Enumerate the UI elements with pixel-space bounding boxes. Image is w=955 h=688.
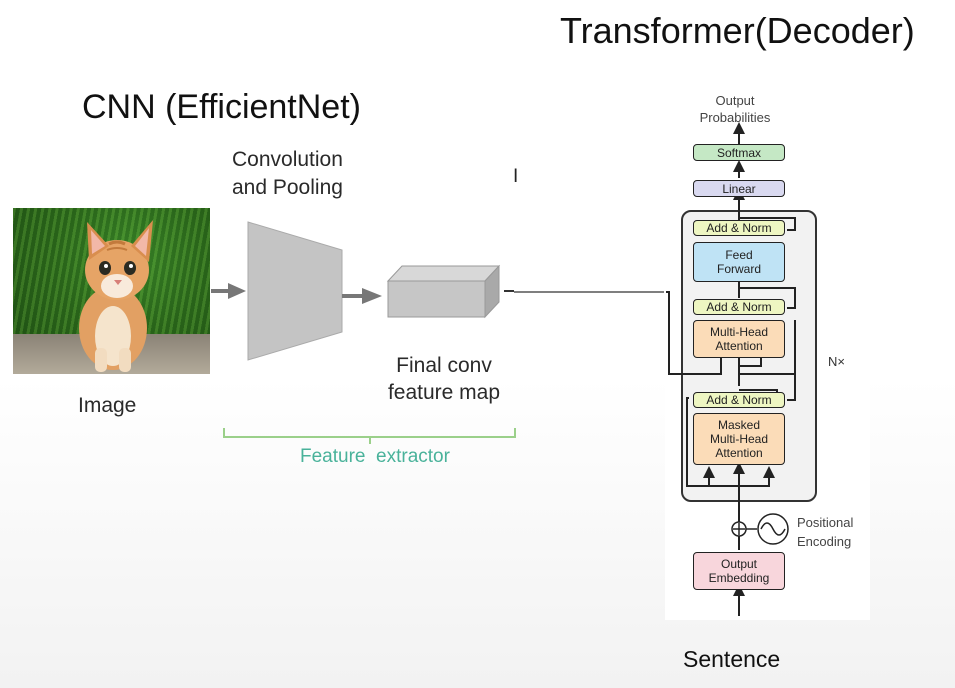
final-conv-label-line2: feature map — [387, 381, 501, 404]
cat-image — [13, 208, 210, 374]
positional-encoding-line1: Positional — [797, 515, 854, 530]
image-label: Image — [78, 394, 137, 417]
feed-forward-box: Feed Forward — [693, 242, 785, 282]
feed-forward-line1: Feed — [725, 248, 753, 262]
output-embedding-box: Output Embedding — [693, 552, 785, 590]
linear-box: Linear — [693, 180, 785, 197]
final-conv-label: Final conv feature map — [380, 352, 508, 406]
nx-label: N× — [828, 354, 845, 369]
masked-attention-line1: Masked — [717, 418, 761, 432]
conv-pooling-label: Convolution and Pooling — [232, 146, 343, 202]
positional-encoding-line2: Encoding — [797, 534, 852, 549]
featuremap-box-front — [387, 280, 486, 318]
cnn-title: CNN (EfficientNet) — [82, 88, 361, 126]
conv-pooling-trapezoid — [247, 221, 343, 361]
output-embedding-line1: Output — [720, 557, 758, 571]
output-probabilities-line1: Output — [715, 93, 755, 108]
masked-attention-line3: Attention — [715, 446, 763, 460]
transformer-title: Transformer(Decoder) — [560, 10, 915, 51]
final-conv-label-line1: Final conv — [396, 354, 492, 377]
multi-head-attention-line1: Multi-Head — [709, 325, 769, 339]
masked-attention-line2: Multi-Head — [709, 432, 769, 446]
output-embedding-line2: Embedding — [708, 571, 770, 585]
feed-forward-line2: Forward — [716, 262, 761, 276]
text-cursor-mark: I — [513, 166, 519, 187]
arrow-head-image-to-conv — [228, 283, 246, 299]
kitten-illustration — [79, 220, 153, 372]
add-norm-box-middle: Add & Norm — [693, 299, 785, 315]
positional-encoding-label: Positional Encoding — [797, 513, 853, 551]
featuremap-box-top — [386, 265, 501, 282]
add-norm-box-top: Add & Norm — [693, 220, 785, 236]
sentence-label: Sentence — [683, 646, 781, 672]
output-probabilities-label: Output Probabilities — [685, 92, 785, 126]
output-probabilities-line2: Probabilities — [699, 110, 771, 125]
feature-extractor-bracket — [223, 428, 516, 438]
arrow-head-conv-to-featuremap — [362, 288, 382, 304]
masked-multi-head-attention-box: Masked Multi-Head Attention — [693, 413, 785, 465]
conv-pooling-label-line1: Convolution — [232, 148, 343, 171]
add-norm-box-bottom: Add & Norm — [693, 392, 785, 408]
multi-head-attention-box: Multi-Head Attention — [693, 320, 785, 358]
transformer-decoder-panel: Output Probabilities — [665, 74, 870, 620]
softmax-box: Softmax — [693, 144, 785, 161]
conv-pooling-label-line2: and Pooling — [232, 176, 343, 199]
feature-extractor-label: Feature extractor — [300, 446, 450, 467]
multi-head-attention-line2: Attention — [715, 339, 763, 353]
